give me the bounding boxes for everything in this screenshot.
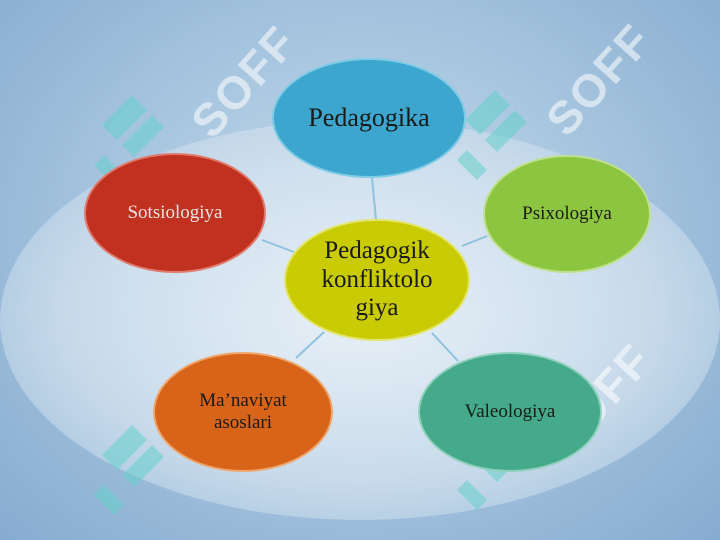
center-label: Pedagogik konfliktolo giya <box>321 236 433 322</box>
node-psixologiya: Psixologiya <box>483 155 651 273</box>
connector-right <box>461 235 488 247</box>
node-label: Valeologiya <box>464 401 556 423</box>
node-label: Psixologiya <box>522 203 612 225</box>
node-center: Pedagogik konfliktolo giya <box>284 219 470 341</box>
watermark-logo <box>92 415 172 530</box>
node-label: Ma’naviyat asoslari <box>199 390 287 433</box>
node-label: Sotsiologiya <box>127 202 223 224</box>
watermark-logo <box>455 80 535 195</box>
watermark-logo <box>92 85 172 200</box>
connector-bottom-left <box>295 331 325 359</box>
node-manaviyat-asoslari: Ma’naviyat asoslari <box>153 352 333 472</box>
node-valeologiya: Valeologiya <box>418 352 602 472</box>
node-label: Pedagogika <box>308 103 430 133</box>
node-pedagogika: Pedagogika <box>272 58 466 178</box>
node-sotsiologiya: Sotsiologiya <box>84 153 266 273</box>
connector-bottom-right <box>431 332 459 362</box>
connector-left <box>261 239 295 253</box>
connector-top <box>371 177 377 221</box>
